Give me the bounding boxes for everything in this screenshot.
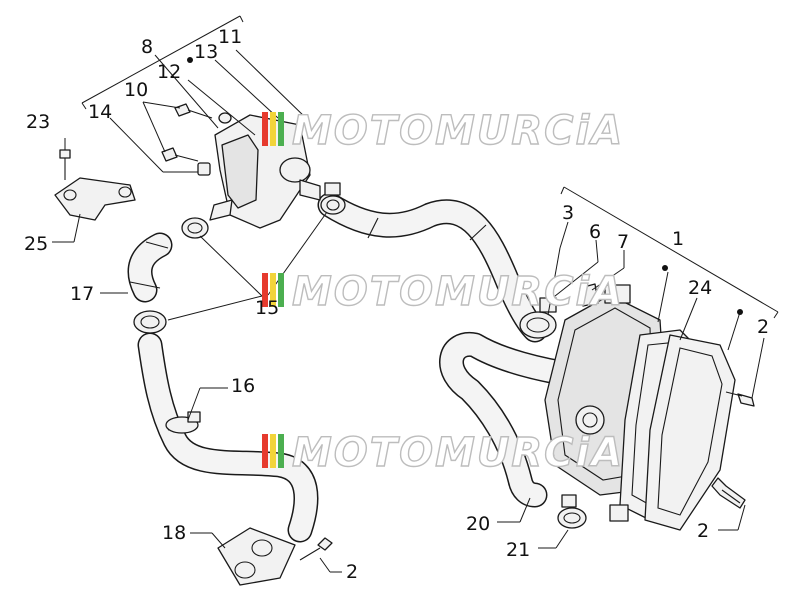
label-2-left: 2 (346, 561, 358, 583)
clamp-16 (165, 411, 201, 434)
watermark-middle: MOTOMURCiA (262, 268, 624, 316)
clamp-6 (519, 297, 557, 339)
label-6: 6 (589, 221, 601, 243)
clamp-15 (133, 182, 346, 334)
label-18: 18 (162, 522, 186, 544)
flange-18 (217, 527, 296, 586)
bolts-10 (161, 103, 213, 162)
bracket-25 (54, 177, 136, 221)
label-12: 12 (157, 61, 181, 83)
screw-5 (725, 391, 755, 407)
label-15: 15 (255, 297, 279, 319)
label-20: 20 (466, 513, 490, 535)
label-21: 21 (506, 539, 530, 561)
label-25: 25 (24, 233, 48, 255)
bolt-23 (59, 149, 71, 180)
label-16: 16 (231, 375, 255, 397)
label-8: 8 (141, 36, 153, 58)
bracket-lines (81, 15, 779, 319)
lower-hose-20 (439, 332, 588, 508)
upper-hose-20 (317, 192, 548, 343)
watermark-text: MOTOMURCiA (292, 430, 624, 476)
label-14: 14 (88, 101, 112, 123)
label-11: 11 (218, 26, 242, 48)
valve-housing-8 (209, 114, 321, 229)
label-1: 1 (672, 228, 684, 250)
reference-dots (187, 57, 743, 315)
label-5: 2 (757, 316, 769, 338)
screw-2-left (299, 537, 333, 561)
cover-5 (609, 334, 736, 531)
label-13: 13 (194, 41, 218, 63)
label-7: 7 (617, 231, 629, 253)
leader-lines (52, 49, 765, 573)
clamp-21 (557, 494, 587, 529)
watermark-text: MOTOMURCiA (292, 108, 624, 154)
label-17: 17 (70, 283, 94, 305)
screw-2-right (711, 477, 746, 509)
watermark-top: MOTOMURCiA (262, 107, 624, 155)
label-23: 23 (26, 111, 50, 133)
washer-12 (218, 112, 232, 124)
label-10: 10 (124, 79, 148, 101)
label-24: 24 (688, 277, 712, 299)
elbow-hose-17 (127, 232, 173, 303)
spacer-14 (197, 162, 211, 176)
part-labels: 8 10 11 12 13 14 15 16 17 18 23 25 2 20 … (24, 26, 769, 583)
watermark-bottom: MOTOMURCiA (262, 429, 624, 477)
label-3: 3 (562, 202, 574, 224)
label-2-right: 2 (697, 520, 709, 542)
watermark-text: MOTOMURCiA (292, 269, 624, 315)
